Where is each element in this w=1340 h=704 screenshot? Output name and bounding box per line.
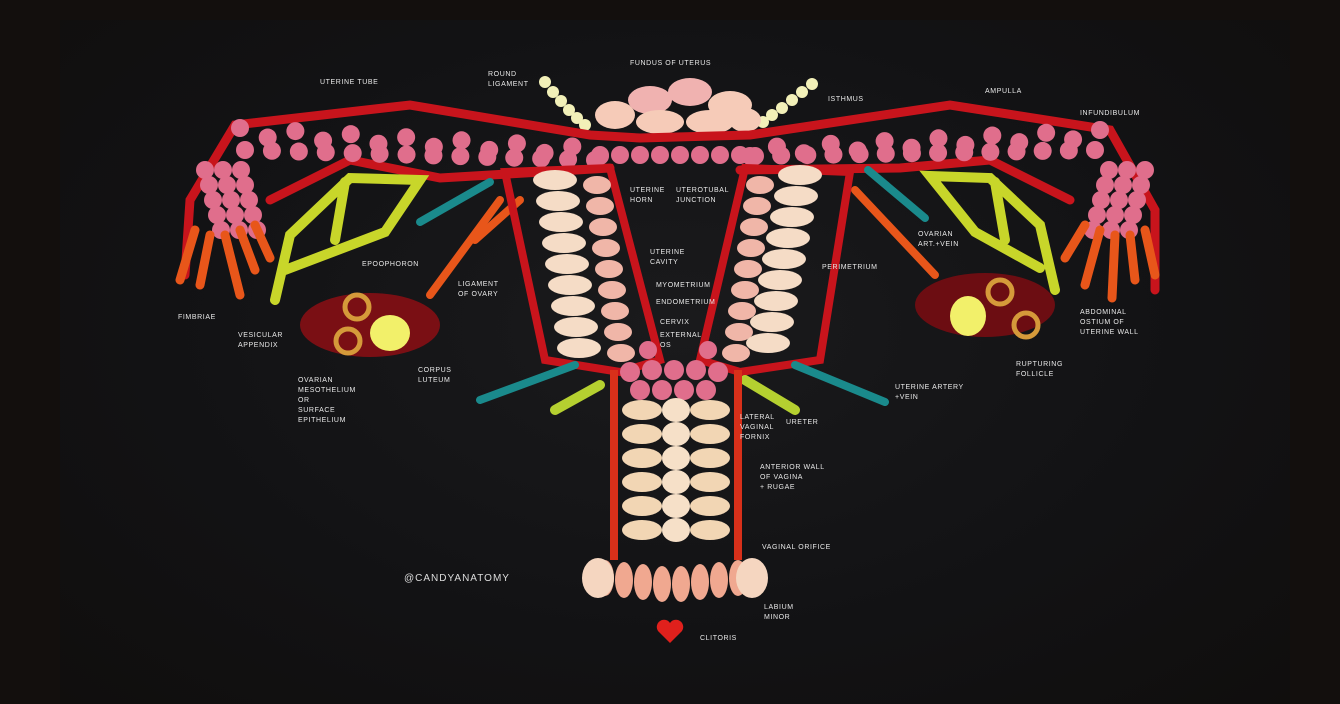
label-fimbriae: Fimbriae	[178, 314, 216, 321]
label-uterotubal-junction: Uterotubal junction	[676, 187, 730, 204]
label-myometrium: Myometrium	[656, 282, 711, 289]
uterus-body	[500, 163, 855, 377]
label-rupturing-follicle: Rupturing follicle	[1016, 361, 1064, 378]
labia	[582, 558, 768, 602]
label-cervix: Cervix	[660, 319, 690, 326]
label-uterine-artery-vein: Uterine artery +vein	[895, 384, 964, 401]
label-labium-minor: Labium minor	[764, 604, 794, 621]
uterine-vessels	[476, 361, 889, 415]
label-endometrium: Endometrium	[656, 299, 716, 306]
round-ligament-right	[757, 78, 818, 128]
label-round-ligament: Round ligament	[488, 71, 529, 88]
epoophoron-right	[919, 170, 1060, 295]
label-ampulla: Ampulla	[985, 88, 1022, 95]
label-uterine-cavity: Uterine cavity	[650, 249, 685, 266]
label-vaginal-orifice: Vaginal orifice	[762, 544, 831, 551]
label-corpus-luteum: Corpus luteum	[418, 367, 452, 384]
fimbriae-left	[175, 220, 275, 300]
label-uterine-tube: Uterine tube	[320, 79, 379, 86]
label-fundus: Fundus of uterus	[630, 60, 712, 67]
label-ureter: Ureter	[786, 419, 819, 426]
label-epoophoron: Epoophoron	[362, 261, 419, 268]
label-uterine-horn: Uterine horn	[630, 187, 665, 204]
round-ligament-left	[539, 76, 591, 131]
label-ligament-of-ovary: Ligament of ovary	[458, 281, 499, 298]
clitoris	[656, 619, 684, 643]
label-anterior-wall: Anterior wall of vagina + rugae	[760, 464, 825, 491]
cervix	[620, 341, 728, 400]
label-ovarian-mesothelium: Ovarian mesothelium or surface epitheliu…	[298, 377, 356, 424]
ovary-left	[300, 292, 440, 357]
fundus	[595, 78, 761, 134]
label-ovarian-art-vein: Ovarian art.+vein	[918, 231, 959, 248]
tube-beads	[196, 119, 1154, 239]
vagina	[610, 370, 742, 560]
epoophoron-left	[270, 172, 430, 305]
ovary-right	[915, 273, 1055, 340]
label-external-os: External os	[660, 332, 702, 349]
label-infundibulum: Infundibulum	[1080, 110, 1141, 117]
fimbriae-right	[1060, 220, 1160, 303]
label-vesicular-appendix: Vesicular appendix	[238, 332, 284, 349]
label-clitoris: Clitoris	[700, 635, 737, 642]
label-isthmus: Isthmus	[828, 96, 864, 103]
label-abdominal-ostium: Abdominal ostium of uterine wall	[1080, 309, 1139, 336]
candyanatomy-handle: @candyanatomy	[404, 573, 510, 584]
label-perimetrium: Perimetrium	[822, 264, 878, 271]
label-lateral-vaginal-fornix: Lateral vaginal fornix	[740, 414, 775, 441]
